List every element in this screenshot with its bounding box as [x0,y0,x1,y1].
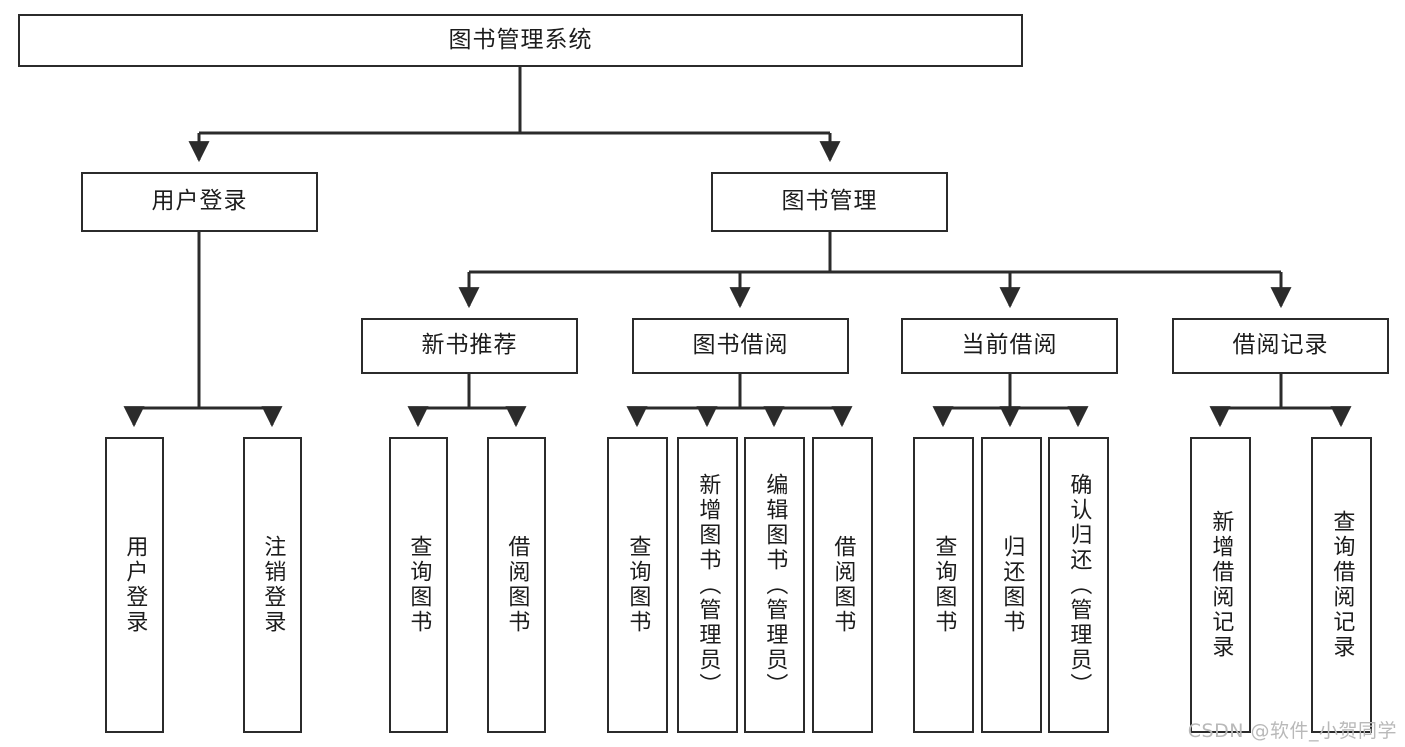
node-leaf-edit-book[interactable]: 编辑图书（管理员） [744,437,805,733]
node-leaf-logout[interactable]: 注销登录 [243,437,302,733]
node-leaf-add-record-label: 新增借阅记录 [1208,510,1234,660]
node-user-login-label: 用户登录 [151,188,248,215]
node-book-manage-label: 图书管理 [781,188,878,215]
node-book-borrow[interactable]: 图书借阅 [632,318,849,374]
node-leaf-query-book-3-label: 查询图书 [931,535,957,635]
node-borrow-record-label: 借阅记录 [1232,332,1329,359]
node-leaf-add-record[interactable]: 新增借阅记录 [1190,437,1251,733]
node-leaf-query-book-3[interactable]: 查询图书 [913,437,974,733]
node-leaf-return-book-label: 归还图书 [999,535,1025,635]
node-new-book-rec-label: 新书推荐 [421,332,518,359]
node-book-manage[interactable]: 图书管理 [711,172,948,232]
node-leaf-borrow-book-1-label: 借阅图书 [504,535,530,635]
node-leaf-query-record[interactable]: 查询借阅记录 [1311,437,1372,733]
node-leaf-borrow-book-2-label: 借阅图书 [830,535,856,635]
node-leaf-confirm-return[interactable]: 确认归还（管理员） [1048,437,1109,733]
watermark: CSDN @软件_小贺同学 [1187,720,1397,742]
node-root-label: 图书管理系统 [448,26,593,53]
node-leaf-borrow-book-2[interactable]: 借阅图书 [812,437,873,733]
node-leaf-return-book[interactable]: 归还图书 [981,437,1042,733]
node-leaf-borrow-book-1[interactable]: 借阅图书 [487,437,546,733]
node-leaf-logout-label: 注销登录 [260,535,286,635]
node-current-borrow-label: 当前借阅 [961,332,1058,359]
node-new-book-rec[interactable]: 新书推荐 [361,318,578,374]
node-leaf-query-book-1-label: 查询图书 [406,535,432,635]
node-leaf-query-book-2[interactable]: 查询图书 [607,437,668,733]
node-leaf-add-book-label: 新增图书（管理员） [695,472,721,698]
node-current-borrow[interactable]: 当前借阅 [901,318,1118,374]
node-root[interactable]: 图书管理系统 [18,14,1023,67]
node-leaf-query-book-1[interactable]: 查询图书 [389,437,448,733]
node-leaf-edit-book-label: 编辑图书（管理员） [762,472,788,698]
node-leaf-query-record-label: 查询借阅记录 [1329,510,1355,660]
node-leaf-add-book[interactable]: 新增图书（管理员） [677,437,738,733]
node-leaf-user-login[interactable]: 用户登录 [105,437,164,733]
node-leaf-confirm-return-label: 确认归还（管理员） [1066,472,1092,698]
node-leaf-user-login-label: 用户登录 [122,535,148,635]
node-book-borrow-label: 图书借阅 [692,332,789,359]
node-borrow-record[interactable]: 借阅记录 [1172,318,1389,374]
node-leaf-query-book-2-label: 查询图书 [625,535,651,635]
node-user-login[interactable]: 用户登录 [81,172,318,232]
